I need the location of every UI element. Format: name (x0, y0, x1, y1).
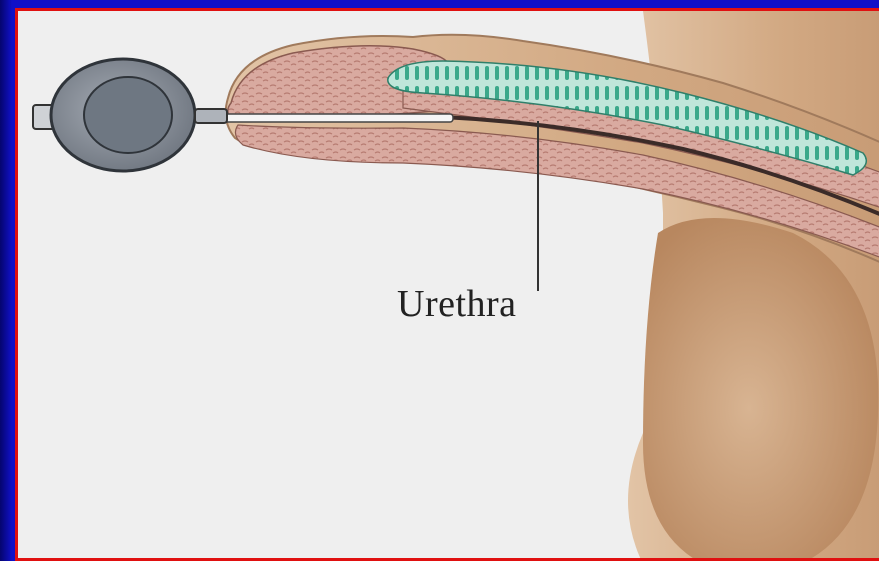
urethra-label: Urethra (397, 282, 517, 326)
bulb-connector-right (195, 109, 227, 123)
catheter-tube (221, 114, 453, 122)
catheter-bulb-inner (84, 77, 172, 153)
